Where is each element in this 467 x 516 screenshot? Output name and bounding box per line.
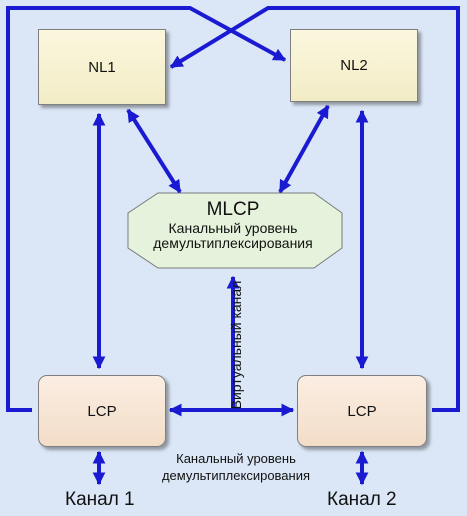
- channel-1-label: Канал 1: [65, 489, 135, 510]
- channel-2-label: Канал 2: [327, 489, 397, 510]
- virtual-channel-label: Виртуальный канал: [228, 280, 244, 410]
- lcp2-nl1-outer-link: [169, 6, 460, 412]
- nl1-box[interactable]: NL1: [38, 29, 166, 105]
- nl1-mlcp-link: [126, 108, 182, 194]
- mux-level-label: Канальный уровень демультиплексирования: [161, 451, 311, 483]
- mlcp-title: MLCP: [206, 199, 260, 220]
- lcp1-box[interactable]: LCP: [38, 375, 166, 447]
- nl2-box[interactable]: NL2: [290, 29, 418, 102]
- mlcp-subtitle: Канальный уровень демультиплексирования: [153, 219, 313, 251]
- mlcp-label-group: MLCP Канальный уровень демультиплексиров…: [128, 199, 338, 251]
- lcp2-box[interactable]: LCP: [297, 375, 427, 447]
- mlcp-hexagon[interactable]: [127, 192, 343, 269]
- lcp2-label: LCP: [347, 402, 377, 420]
- nl1-label: NL1: [88, 58, 116, 76]
- nl2-label: NL2: [340, 57, 368, 74]
- lcp1-label: LCP: [87, 402, 117, 420]
- nl2-mlcp-link: [278, 104, 330, 194]
- lcp1-nl2-outer-link: [6, 6, 287, 412]
